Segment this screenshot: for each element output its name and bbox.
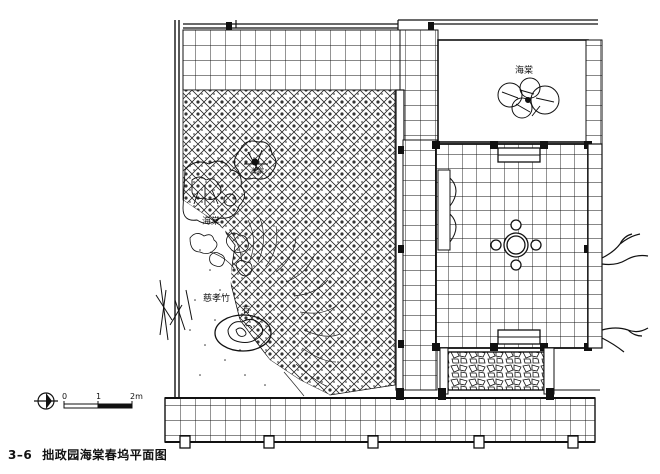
east-tree — [601, 233, 649, 353]
pavilion-hall — [432, 141, 603, 351]
north-arrow-icon — [34, 392, 58, 410]
label-cixiaozhu: 慈孝竹 — [203, 292, 230, 304]
scale-bar: 0 1 2m — [62, 392, 143, 409]
shrubs-left — [189, 232, 253, 277]
table-stools — [490, 219, 542, 271]
label-haitang-small: 海棠 — [250, 166, 264, 175]
label-haitang-top-right: 海棠 — [515, 64, 533, 76]
bamboo-left — [155, 279, 193, 341]
scale-tick-1: 1 — [96, 392, 101, 401]
label-rock: 石 — [242, 305, 250, 314]
grass-area — [183, 200, 341, 397]
north-wall — [183, 19, 598, 30]
inner-wall-vertical — [395, 89, 438, 391]
rock-feature — [214, 314, 272, 352]
south-walkway — [164, 388, 596, 449]
haitang-tree-mid — [234, 140, 277, 180]
figure-caption: 3–6 拙政园海棠春坞平面图 — [8, 446, 167, 463]
haitang-tree-left — [182, 160, 245, 224]
scale-tick-2m: 2m — [130, 392, 143, 401]
haitang-enclosure: 海棠 — [437, 39, 603, 145]
figure-title: 拙政园海棠春坞平面图 — [42, 448, 168, 462]
west-wall — [174, 20, 180, 400]
stone-garden — [439, 347, 600, 395]
label-haitang-left: 海棠 — [202, 215, 220, 227]
figure-number: 3–6 — [8, 448, 33, 462]
north-walkway — [182, 29, 439, 151]
scale-tick-0: 0 — [62, 392, 67, 401]
